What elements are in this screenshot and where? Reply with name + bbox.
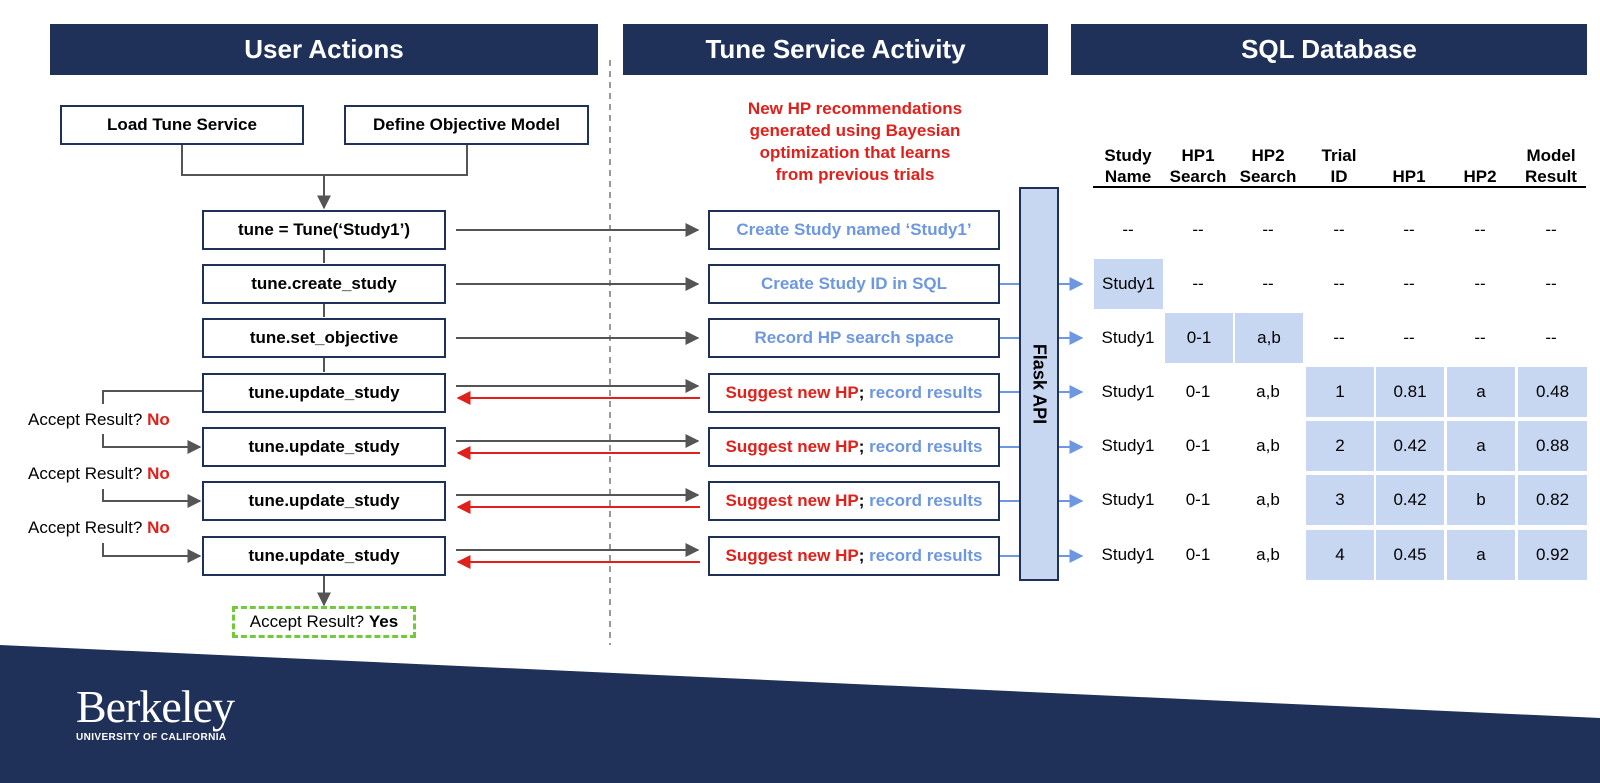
table-cell: 0.42 bbox=[1376, 421, 1444, 471]
table-cell: -- bbox=[1192, 274, 1204, 293]
table-cell: -- bbox=[1262, 220, 1274, 239]
activity-create-study-id: Create Study ID in SQL bbox=[708, 264, 1000, 304]
table-cell: a,b bbox=[1256, 382, 1280, 401]
step-update-study: tune.update_study bbox=[202, 481, 446, 521]
header-user-actions: User Actions bbox=[50, 24, 598, 75]
step-tune-init: tune = Tune(‘Study1’) bbox=[202, 210, 446, 250]
table-cell: -- bbox=[1262, 274, 1274, 293]
accept-result-no: Accept Result? No bbox=[28, 410, 170, 429]
step-update-study: tune.update_study bbox=[202, 536, 446, 576]
header-sql-database: SQL Database bbox=[1071, 24, 1587, 75]
table-cell: 0.92 bbox=[1518, 530, 1587, 580]
activity-create-study: Create Study named ‘Study1’ bbox=[708, 210, 1000, 250]
table-cell: 0.81 bbox=[1376, 367, 1444, 417]
activity-suggest-record: Suggest new HP; record results bbox=[708, 427, 1000, 467]
table-cell: 0.82 bbox=[1518, 475, 1587, 525]
table-cell: -- bbox=[1192, 220, 1204, 239]
col-hp1: HP1 bbox=[1392, 167, 1426, 186]
table-cell: 0-1 bbox=[1165, 313, 1233, 363]
table-cell: 0-1 bbox=[1185, 436, 1211, 455]
merge-line bbox=[181, 145, 468, 176]
table-cell: 2 bbox=[1306, 421, 1374, 471]
table-cell: 0-1 bbox=[1185, 382, 1211, 401]
table-cell: 0.45 bbox=[1376, 530, 1444, 580]
table-cell: Study1 bbox=[1101, 436, 1155, 455]
table-cell: -- bbox=[1545, 220, 1557, 239]
table-cell: b bbox=[1447, 475, 1515, 525]
logo-wordmark: Berkeley bbox=[76, 681, 235, 732]
flask-api-label: Flask API bbox=[1029, 343, 1050, 425]
logo-subtitle: UNIVERSITY OF CALIFORNIA bbox=[76, 732, 227, 743]
table-cell: -- bbox=[1403, 220, 1415, 239]
activity-record-hp: Record HP search space bbox=[708, 318, 1000, 358]
table-cell: a bbox=[1447, 367, 1515, 417]
header-tune-service: Tune Service Activity bbox=[623, 24, 1048, 75]
table-cell: 1 bbox=[1306, 367, 1374, 417]
table-cell: Study1 bbox=[1101, 545, 1155, 564]
table-cell: -- bbox=[1474, 274, 1486, 293]
table-cell: Study1 bbox=[1101, 328, 1155, 347]
table-cell: -- bbox=[1474, 220, 1486, 239]
table-cell: a,b bbox=[1256, 545, 1280, 564]
bayesian-note: New HP recommendations generated using B… bbox=[747, 99, 963, 184]
activity-suggest-record: Suggest new HP; record results bbox=[708, 373, 1000, 413]
table-cell: -- bbox=[1545, 328, 1557, 347]
activity-suggest-record: Suggest new HP; record results bbox=[708, 481, 1000, 521]
table-cell: -- bbox=[1403, 274, 1415, 293]
table-cell: 0.48 bbox=[1518, 367, 1587, 417]
table-cell: -- bbox=[1122, 220, 1134, 239]
accept-result-no: Accept Result? No bbox=[28, 518, 170, 537]
table-cell: 0.42 bbox=[1376, 475, 1444, 525]
table-cell: a bbox=[1447, 421, 1515, 471]
table-cell: -- bbox=[1333, 274, 1345, 293]
accept-result-yes-box: Accept Result? Yes bbox=[232, 606, 416, 638]
define-objective-box: Define Objective Model bbox=[344, 105, 589, 145]
accept-result-no: Accept Result? No bbox=[28, 464, 170, 483]
table-cell: 0.88 bbox=[1518, 421, 1587, 471]
step-set-objective: tune.set_objective bbox=[202, 318, 446, 358]
step-create-study: tune.create_study bbox=[202, 264, 446, 304]
load-tune-service-box: Load Tune Service bbox=[60, 105, 304, 145]
table-cell: a,b bbox=[1256, 490, 1280, 509]
table-cell: 0-1 bbox=[1185, 545, 1211, 564]
table-cell: -- bbox=[1333, 328, 1345, 347]
step-update-study: tune.update_study bbox=[202, 373, 446, 413]
table-cell: -- bbox=[1474, 328, 1486, 347]
table-cell: a,b bbox=[1256, 436, 1280, 455]
table-cell: 0-1 bbox=[1185, 490, 1211, 509]
table-cell: -- bbox=[1403, 328, 1415, 347]
table-header-rule bbox=[1093, 186, 1586, 188]
table-cell: a bbox=[1447, 530, 1515, 580]
table-cell: Study1 bbox=[1101, 382, 1155, 401]
table-cell: a,b bbox=[1235, 313, 1303, 363]
flask-api-bar: Flask API bbox=[1019, 187, 1059, 581]
col-hp2: HP2 bbox=[1463, 167, 1497, 186]
table-cell: 3 bbox=[1306, 475, 1374, 525]
table-cell: 4 bbox=[1306, 530, 1374, 580]
step-update-study: tune.update_study bbox=[202, 427, 446, 467]
table-cell: Study1 bbox=[1101, 490, 1155, 509]
table-cell: -- bbox=[1333, 220, 1345, 239]
table-cell: Study1 bbox=[1094, 259, 1163, 309]
activity-suggest-record: Suggest new HP; record results bbox=[708, 536, 1000, 576]
table-cell: -- bbox=[1545, 274, 1557, 293]
berkeley-logo: Berkeley UNIVERSITY OF CALIFORNIA bbox=[76, 681, 235, 744]
